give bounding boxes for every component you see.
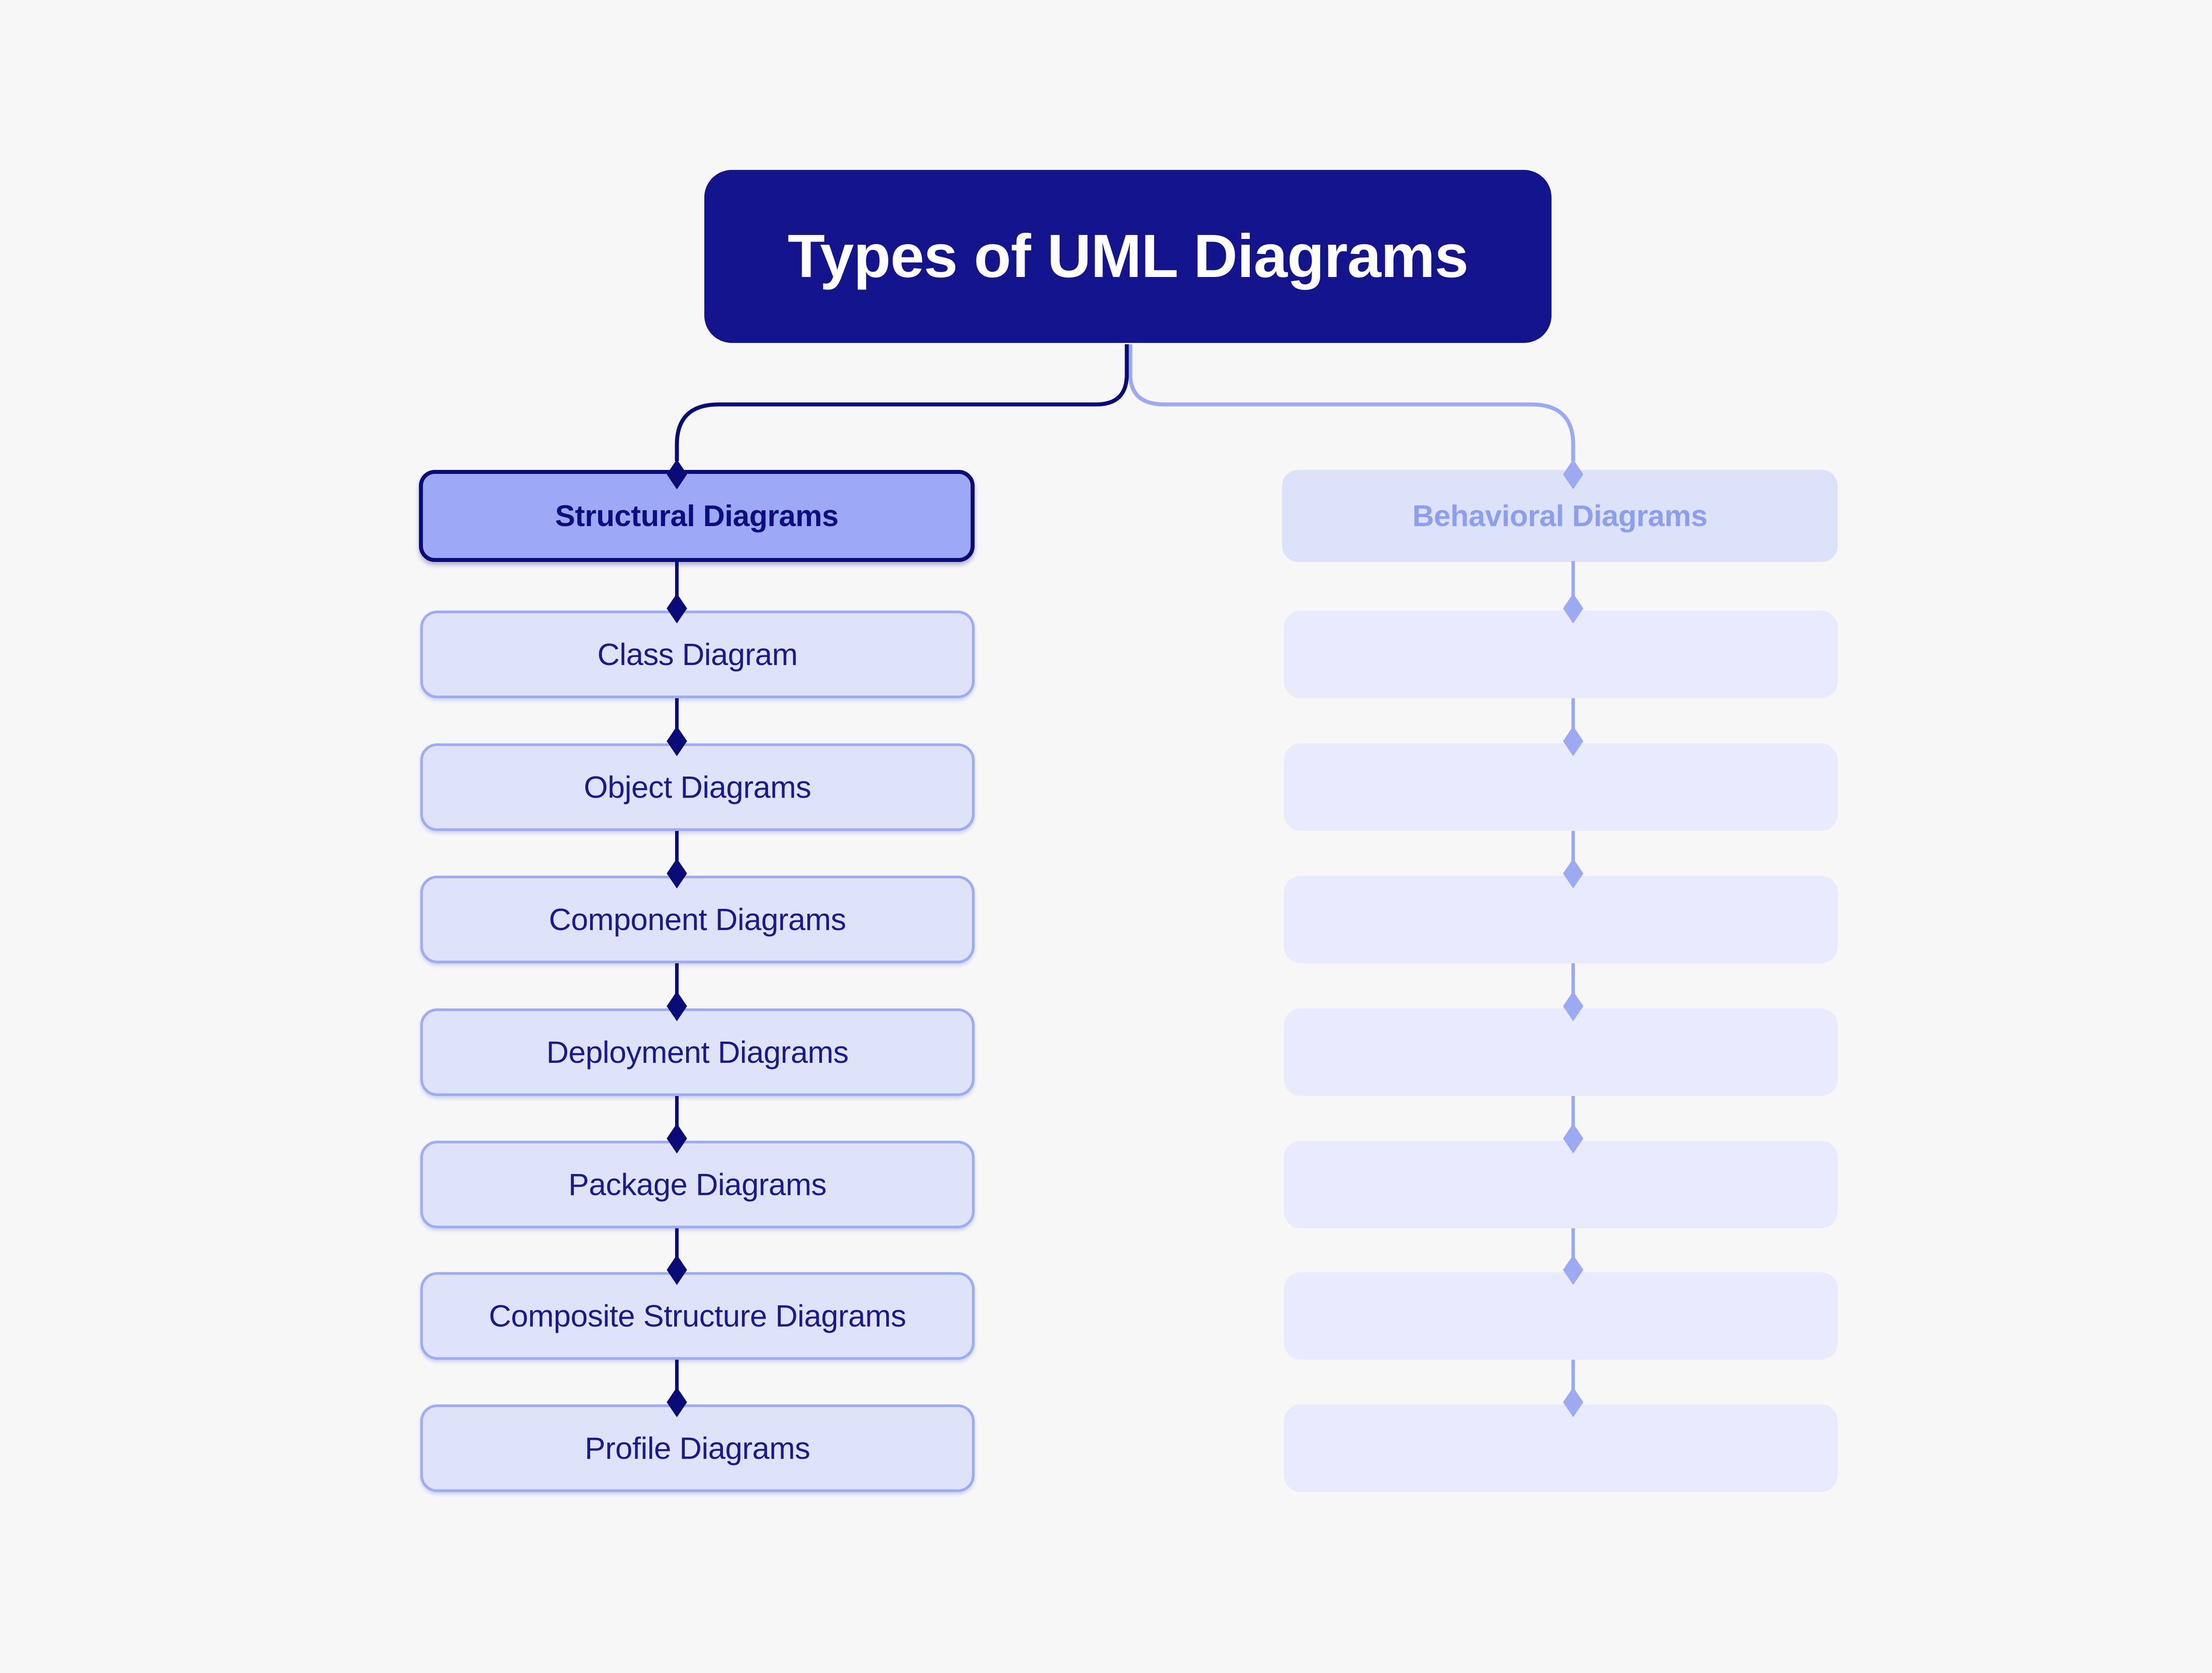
behavioral-diagrams-header: Behavioral Diagrams	[1282, 470, 1838, 562]
node-package-diagrams: Package Diagrams	[420, 1141, 975, 1228]
node-label: Object Diagrams	[584, 770, 811, 804]
node-profile-diagrams: Profile Diagrams	[420, 1404, 975, 1492]
node-label: Component Diagrams	[549, 902, 846, 937]
branch-right-connector	[1128, 344, 1575, 461]
behavioral-empty-node	[1284, 876, 1838, 963]
node-label: Package Diagrams	[568, 1167, 827, 1202]
behavioral-empty-node	[1284, 1008, 1838, 1096]
behavioral-empty-node	[1284, 1141, 1838, 1228]
branch-left-connector	[675, 344, 1129, 461]
node-label: Deployment Diagrams	[546, 1035, 849, 1069]
node-deployment-diagrams: Deployment Diagrams	[420, 1008, 975, 1096]
node-object-diagrams: Object Diagrams	[420, 743, 975, 831]
node-class-diagram: Class Diagram	[420, 611, 975, 698]
behavioral-empty-node	[1284, 611, 1838, 698]
title-node: Types of UML Diagrams	[704, 170, 1551, 343]
structural-diagrams-header: Structural Diagrams	[419, 470, 975, 562]
structural-header-label: Structural Diagrams	[555, 499, 839, 533]
page-title: Types of UML Diagrams	[787, 222, 1468, 290]
node-component-diagrams: Component Diagrams	[420, 876, 975, 963]
behavioral-header-label: Behavioral Diagrams	[1412, 499, 1708, 533]
behavioral-empty-node	[1284, 1272, 1838, 1360]
node-label: Profile Diagrams	[584, 1431, 810, 1465]
node-label: Composite Structure Diagrams	[489, 1299, 906, 1333]
behavioral-empty-node	[1284, 743, 1838, 831]
node-label: Class Diagram	[597, 637, 798, 672]
node-composite-structure-diagrams: Composite Structure Diagrams	[420, 1272, 975, 1360]
behavioral-empty-node	[1284, 1404, 1838, 1492]
